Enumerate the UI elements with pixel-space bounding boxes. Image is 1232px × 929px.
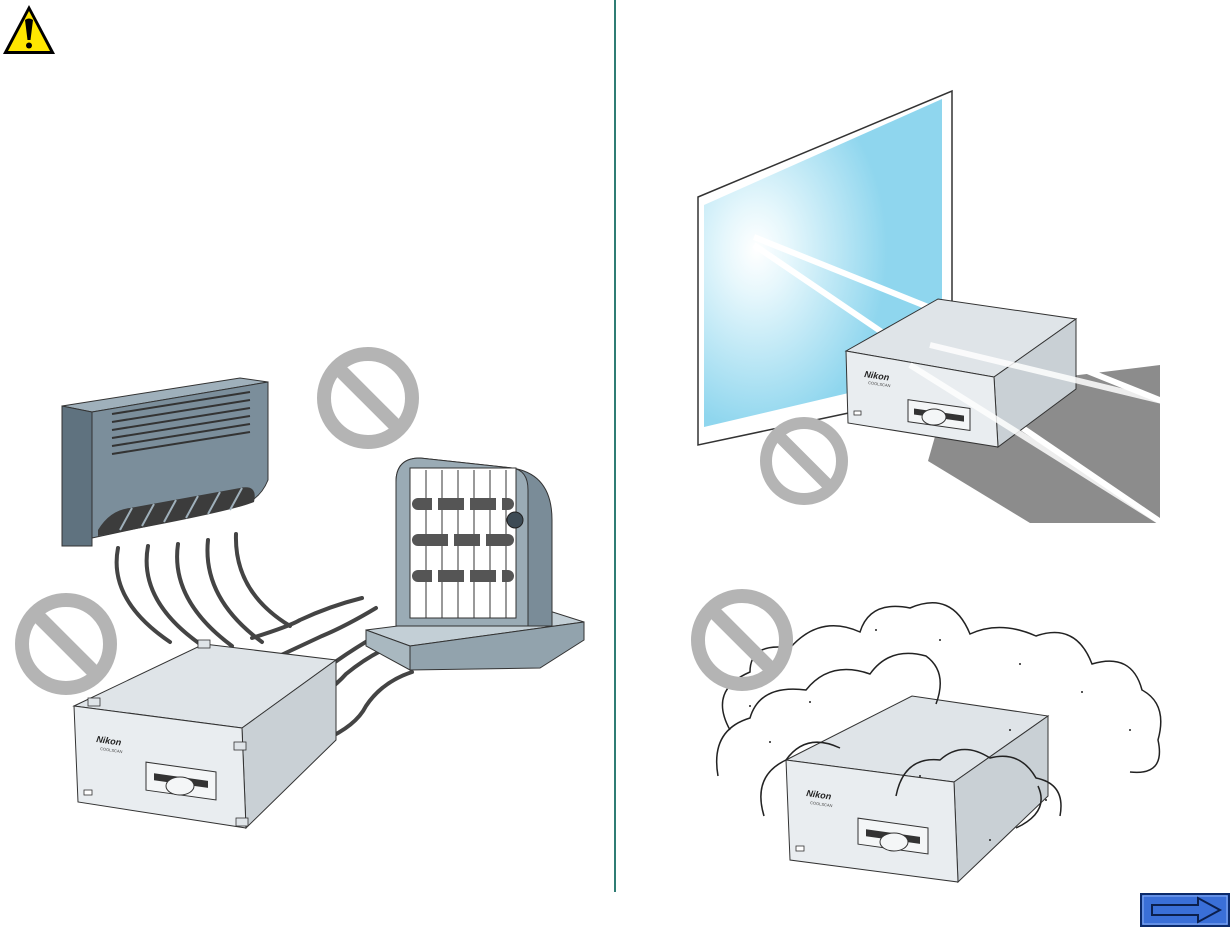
dust-illustration: Nikon COOLSCAN	[690, 580, 1180, 890]
heat-sources-illustration: Nikon COOLSCAN	[0, 330, 600, 850]
scanner-icon: Nikon COOLSCAN	[74, 640, 336, 828]
direct-sunlight-illustration: Nikon COOLSCAN	[690, 85, 1170, 535]
air-conditioner-icon	[62, 378, 268, 546]
column-divider	[614, 0, 616, 892]
warning-icon	[0, 2, 58, 58]
space-heater-icon	[366, 458, 584, 670]
prohibited-icon	[766, 423, 842, 499]
next-page-button[interactable]	[1140, 893, 1230, 927]
prohibited-icon	[698, 596, 786, 684]
prohibited-icon	[324, 354, 412, 442]
prohibited-icon	[22, 600, 110, 688]
